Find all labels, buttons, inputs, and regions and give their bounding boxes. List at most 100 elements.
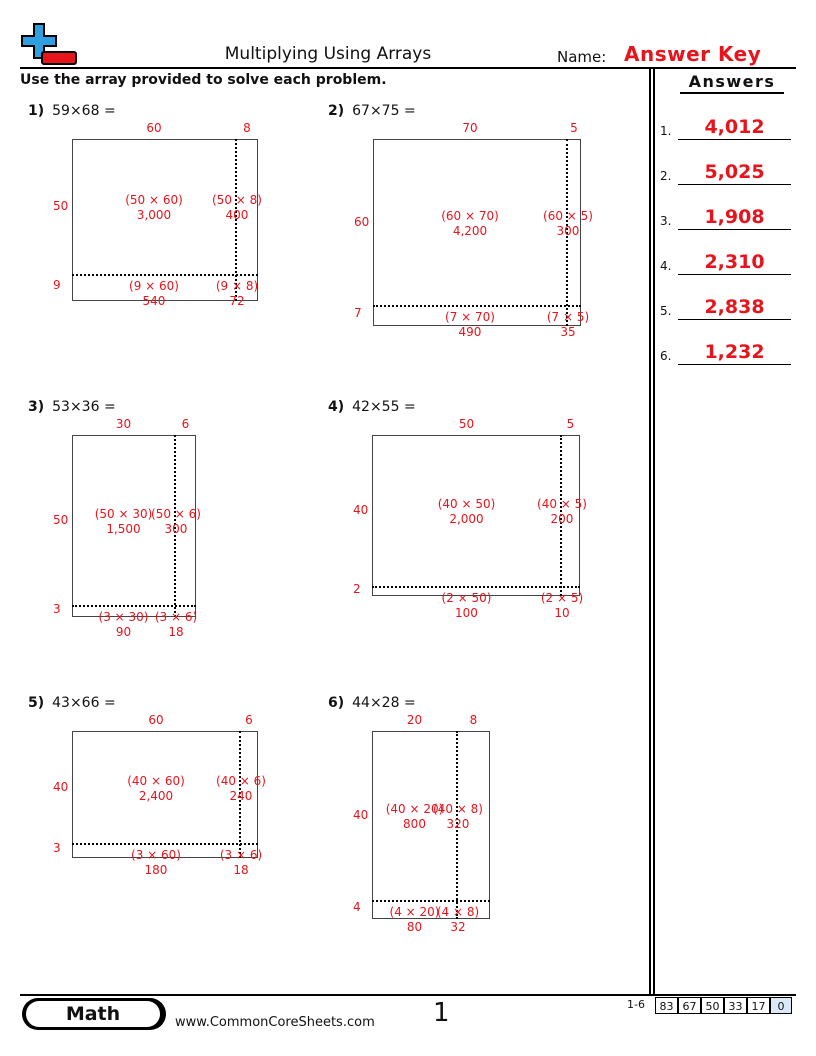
partial-product: (4 × 8)32 bbox=[437, 905, 479, 935]
top-dimension-label: 30 bbox=[115, 417, 132, 431]
partial-product-expression: (9 × 60) bbox=[129, 279, 179, 293]
answer-value[interactable]: 5,025 bbox=[704, 161, 765, 183]
side-dimension-label: 2 bbox=[353, 581, 361, 596]
array-horizontal-split bbox=[72, 843, 258, 845]
side-dimension-label: 9 bbox=[53, 278, 61, 292]
top-dimension-label: 6 bbox=[245, 713, 253, 727]
answer-number: 2. bbox=[660, 169, 672, 183]
partial-product: (60 × 5)300 bbox=[543, 209, 593, 239]
top-dimension-label: 60 bbox=[148, 713, 164, 727]
score-cell: 83 bbox=[655, 997, 678, 1014]
answer-value[interactable]: 4,012 bbox=[704, 116, 765, 138]
partial-product-value: 80 bbox=[406, 920, 423, 934]
top-dimension-label: 8 bbox=[243, 121, 251, 135]
array-box bbox=[72, 435, 196, 617]
partial-product: (40 × 50)2,000 bbox=[438, 497, 496, 527]
partial-product-expression: (4 × 8) bbox=[436, 905, 480, 919]
partial-product: (3 × 30)90 bbox=[99, 610, 149, 640]
partial-product-expression: (40 × 8) bbox=[433, 802, 483, 816]
partial-product-value: 100 bbox=[455, 606, 478, 620]
partial-product-value: 3,000 bbox=[136, 208, 172, 222]
array-horizontal-split bbox=[372, 586, 580, 588]
partial-product-expression: (3 × 6) bbox=[154, 610, 198, 624]
answer-blank-line bbox=[678, 184, 791, 185]
answer-value[interactable]: 1,232 bbox=[704, 341, 765, 363]
array-vertical-split bbox=[566, 139, 568, 326]
partial-product-expression: (50 × 30) bbox=[94, 506, 153, 521]
partial-product: (40 × 8)320 bbox=[433, 802, 483, 832]
answer-number: 5. bbox=[660, 304, 672, 318]
problem-expression: 53×36 = bbox=[52, 399, 116, 415]
partial-product-value: 180 bbox=[144, 863, 168, 877]
answer-row: 4.2,310 bbox=[660, 251, 795, 275]
array-vertical-split bbox=[174, 435, 176, 617]
partial-product-expression: (50 × 6) bbox=[151, 506, 201, 521]
partial-product-expression: (2 × 5) bbox=[540, 591, 584, 605]
array-vertical-split bbox=[456, 731, 458, 919]
array-horizontal-split bbox=[72, 274, 258, 276]
top-dimension-label: 6 bbox=[181, 417, 190, 431]
score-cell: 67 bbox=[678, 997, 701, 1014]
answer-blank-line bbox=[678, 229, 791, 230]
partial-product-value: 800 bbox=[403, 817, 426, 831]
side-dimension-label: 60 bbox=[354, 214, 370, 229]
partial-product-value: 90 bbox=[115, 625, 132, 639]
problem-number: 1) bbox=[28, 103, 45, 119]
array-horizontal-split bbox=[72, 605, 196, 607]
answer-key-label: Answer Key bbox=[624, 42, 762, 66]
answer-value[interactable]: 1,908 bbox=[704, 206, 765, 228]
page-number: 1 bbox=[433, 998, 450, 1028]
answer-row: 3.1,908 bbox=[660, 206, 795, 230]
partial-product-expression: (40 × 60) bbox=[127, 773, 185, 788]
answer-blank-line bbox=[678, 274, 791, 275]
answer-value[interactable]: 2,838 bbox=[704, 296, 765, 318]
partial-product-value: 2,400 bbox=[138, 788, 174, 803]
score-cell: 17 bbox=[747, 997, 770, 1014]
partial-product-expression: (4 × 20) bbox=[389, 905, 440, 919]
partial-product: (7 × 5)35 bbox=[547, 310, 589, 340]
partial-product: (50 × 60)3,000 bbox=[125, 193, 183, 223]
partial-product-value: 2,000 bbox=[449, 512, 484, 526]
partial-product-expression: (3 × 6) bbox=[219, 848, 263, 862]
answers-title: Answers bbox=[680, 72, 784, 94]
problem-range: 1-6 bbox=[627, 998, 645, 1011]
partial-product: (50 × 6)300 bbox=[151, 507, 201, 537]
answer-value[interactable]: 2,310 bbox=[704, 251, 765, 273]
subject-label: Math bbox=[26, 1001, 160, 1027]
problem-number: 5) bbox=[28, 695, 45, 711]
answer-blank-line bbox=[678, 364, 791, 365]
worksheet-title: Multiplying Using Arrays bbox=[224, 44, 432, 64]
partial-product-value: 18 bbox=[233, 863, 249, 877]
side-dimension-label: 40 bbox=[53, 779, 69, 794]
partial-product: (4 × 20)80 bbox=[390, 905, 440, 935]
answer-row: 1. 4,012 bbox=[660, 116, 795, 140]
top-dimension-label: 60 bbox=[146, 121, 162, 135]
problem-label: 3)53×36 = bbox=[28, 399, 116, 415]
partial-product-value: 72 bbox=[229, 294, 245, 308]
answer-column-divider bbox=[649, 68, 651, 995]
partial-product: (50 × 8)400 bbox=[212, 193, 262, 223]
problem-number: 6) bbox=[328, 695, 345, 711]
answer-column-divider bbox=[653, 68, 655, 995]
plus-minus-logo-icon bbox=[21, 23, 77, 65]
partial-product-expression: (60 × 5) bbox=[543, 208, 593, 223]
partial-product-expression: (7 × 70) bbox=[445, 310, 495, 324]
partial-product: (3 × 6)18 bbox=[220, 848, 262, 878]
partial-product: (2 × 50)100 bbox=[442, 591, 492, 621]
answer-row: 6.1,232 bbox=[660, 341, 795, 365]
partial-product-expression: (40 × 20) bbox=[385, 802, 444, 816]
partial-product: (40 × 60)2,400 bbox=[127, 774, 185, 804]
partial-product: (9 × 8)72 bbox=[216, 279, 258, 309]
partial-product: (7 × 70)490 bbox=[445, 310, 495, 340]
array-box bbox=[372, 435, 580, 596]
partial-product-expression: (40 × 6) bbox=[216, 773, 266, 788]
partial-product-value: 18 bbox=[168, 625, 184, 639]
partial-product-expression: (60 × 70) bbox=[441, 208, 499, 223]
partial-product: (3 × 60)180 bbox=[131, 848, 181, 878]
problem-label: 1)59×68 = bbox=[28, 103, 116, 119]
partial-product: (2 × 5)10 bbox=[541, 591, 583, 621]
array-vertical-split bbox=[239, 731, 241, 858]
answer-number: 1. bbox=[660, 124, 672, 138]
partial-product: (60 × 70)4,200 bbox=[441, 209, 499, 239]
array-box bbox=[372, 731, 490, 919]
